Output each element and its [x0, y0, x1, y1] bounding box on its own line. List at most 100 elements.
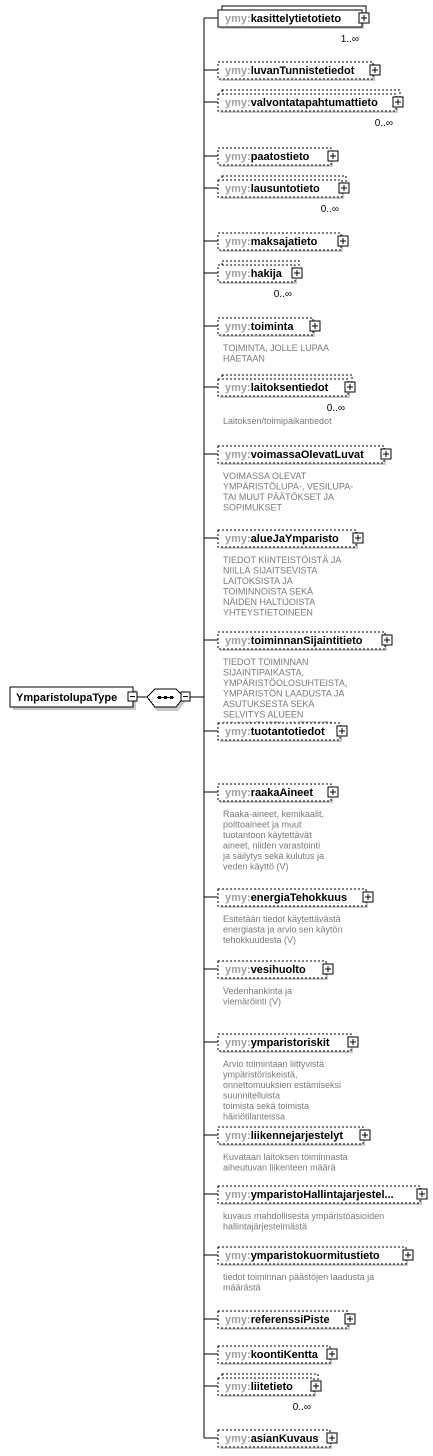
- element-koontiKentta[interactable]: ymy:koontiKentta: [204, 1345, 338, 1365]
- element-asianKuvaus[interactable]: ymy:asianKuvaus: [204, 1429, 338, 1449]
- element-luvanTunnistetiedot[interactable]: ymy:luvanTunnistetiedot: [204, 61, 381, 81]
- expand-button[interactable]: [344, 1313, 356, 1325]
- expand-button[interactable]: [381, 634, 393, 646]
- element-laitoksentiedot[interactable]: ymy:laitoksentiedot0..∞Laitoksen/toimipa…: [204, 374, 356, 426]
- documentation-text: YMPÄRISTÖOLOSUHTEISTA,: [223, 678, 347, 688]
- documentation-text: Laitoksen/toimipaikantiedot: [223, 416, 332, 426]
- element-label: ymy:kasittelytietotieto: [225, 13, 341, 25]
- element-label: ymy:tuotantotiedot: [225, 726, 325, 738]
- root-collapse-button[interactable]: [127, 691, 138, 702]
- expand-button[interactable]: [337, 235, 349, 247]
- expand-button[interactable]: [352, 532, 364, 544]
- documentation-text: SOPIMUKSET: [223, 503, 283, 513]
- documentation-text: YMPÄRISTÖLUPA-, VESILUPA-: [223, 482, 353, 492]
- element-box: [217, 93, 397, 112]
- documentation-text: TIEDOT TOIMINNAN: [223, 657, 309, 667]
- element-ymparistokuormitustieto[interactable]: ymy:ymparistokuormitustieto tiedot toimin…: [204, 1246, 414, 1293]
- expand-button[interactable]: [362, 891, 374, 903]
- cardinality-label: 0..∞: [293, 1402, 311, 1413]
- expand-button[interactable]: [310, 1380, 322, 1392]
- expand-button[interactable]: [402, 1249, 414, 1261]
- expand-button[interactable]: [347, 1036, 359, 1048]
- documentation-text: viemäröinti (V): [223, 997, 281, 1007]
- element-paatostieto[interactable]: ymy:paatostieto: [204, 147, 339, 167]
- element-label: ymy:toiminnanSijaintitieto: [225, 635, 363, 647]
- element-label: ymy:voimassaOlevatLuvat: [225, 449, 364, 461]
- element-box: [217, 61, 374, 80]
- cardinality-label: 0..∞: [375, 118, 393, 129]
- element-box: [217, 1185, 421, 1204]
- documentation-text: tehokkuudesta (V): [223, 935, 296, 945]
- documentation-text: ympäristöriskeistä,: [223, 1070, 298, 1080]
- element-tuotantotiedot[interactable]: ymy:tuotantotiedot: [204, 722, 348, 742]
- expand-button[interactable]: [416, 1188, 428, 1200]
- expand-button[interactable]: [358, 12, 370, 24]
- element-box: [217, 445, 385, 464]
- element-box: [217, 529, 357, 548]
- element-box: [217, 378, 349, 397]
- element-maksajatieto[interactable]: ymy:maksajatieto: [204, 232, 349, 252]
- documentation-text: TAI MUUT PÄÄTÖKSET JA: [223, 492, 334, 502]
- documentation-text: polttoaineet ja muut: [223, 820, 302, 830]
- element-box: [217, 1310, 349, 1329]
- expand-button[interactable]: [327, 150, 339, 162]
- documentation-text: tiedot toiminnan päästöjen laadusta ja: [223, 1272, 374, 1282]
- documentation-text: tuotantoon käytettävät: [223, 830, 312, 840]
- cardinality-label: 0..∞: [327, 403, 345, 414]
- documentation-text: aineet, niiden varastointi: [223, 841, 320, 851]
- documentation-text: kuvaus mahdollisesta ympäristöasioiden: [223, 1211, 384, 1221]
- root-type[interactable]: YmparistolupaType: [9, 686, 136, 710]
- element-ymparistoHallintajarjestel[interactable]: ymy:ymparistoHallintajarjestel...kuvaus …: [204, 1185, 428, 1232]
- documentation-text: ja säilytys sekä kulutus ja: [222, 851, 324, 861]
- expand-button[interactable]: [291, 267, 303, 279]
- element-box: [217, 232, 342, 251]
- expand-button[interactable]: [336, 725, 348, 737]
- documentation-text: TOIMINNOISTA SEKÄ: [223, 587, 313, 597]
- element-referenssiPiste[interactable]: ymy:referenssiPiste: [204, 1310, 356, 1330]
- element-label: ymy:energiaTehokkuus: [225, 892, 347, 904]
- sequence-collapse-button[interactable]: [180, 691, 191, 702]
- element-box: [217, 722, 341, 741]
- documentation-text: veden käyttö (V): [223, 862, 289, 872]
- expand-button[interactable]: [326, 1432, 338, 1444]
- element-label: ymy:toiminta: [225, 321, 294, 333]
- documentation-text: häiriötilanteissa: [223, 1112, 285, 1122]
- element-label: ymy:hakija: [225, 268, 283, 280]
- expand-button[interactable]: [344, 381, 356, 393]
- documentation-text: VOIMASSA OLEVAT: [223, 471, 307, 481]
- expand-button[interactable]: [326, 1348, 338, 1360]
- expand-button[interactable]: [322, 963, 334, 975]
- expand-button[interactable]: [309, 320, 321, 332]
- element-box: [217, 631, 386, 650]
- expand-button[interactable]: [392, 96, 404, 108]
- element-label: ymy:luvanTunnistetiedot: [225, 65, 355, 77]
- expand-button[interactable]: [327, 786, 339, 798]
- expand-button[interactable]: [359, 1129, 371, 1141]
- element-label: ymy:ymparistokuormitustieto: [225, 1250, 380, 1262]
- element-label: ymy:alueJaYmparisto: [225, 533, 339, 545]
- expand-button[interactable]: [380, 448, 392, 460]
- element-label: ymy:maksajatieto: [225, 236, 318, 248]
- documentation-text: YHTEYSTIETOINEEN: [223, 608, 313, 618]
- expand-button[interactable]: [369, 64, 381, 76]
- element-label: ymy:koontiKentta: [225, 1349, 319, 1361]
- expand-button[interactable]: [338, 182, 350, 194]
- documentation-text: SELVITYS ALUEEN: [223, 710, 303, 720]
- documentation-text: TOIMINTA, JOLLE LUPAA: [223, 343, 329, 353]
